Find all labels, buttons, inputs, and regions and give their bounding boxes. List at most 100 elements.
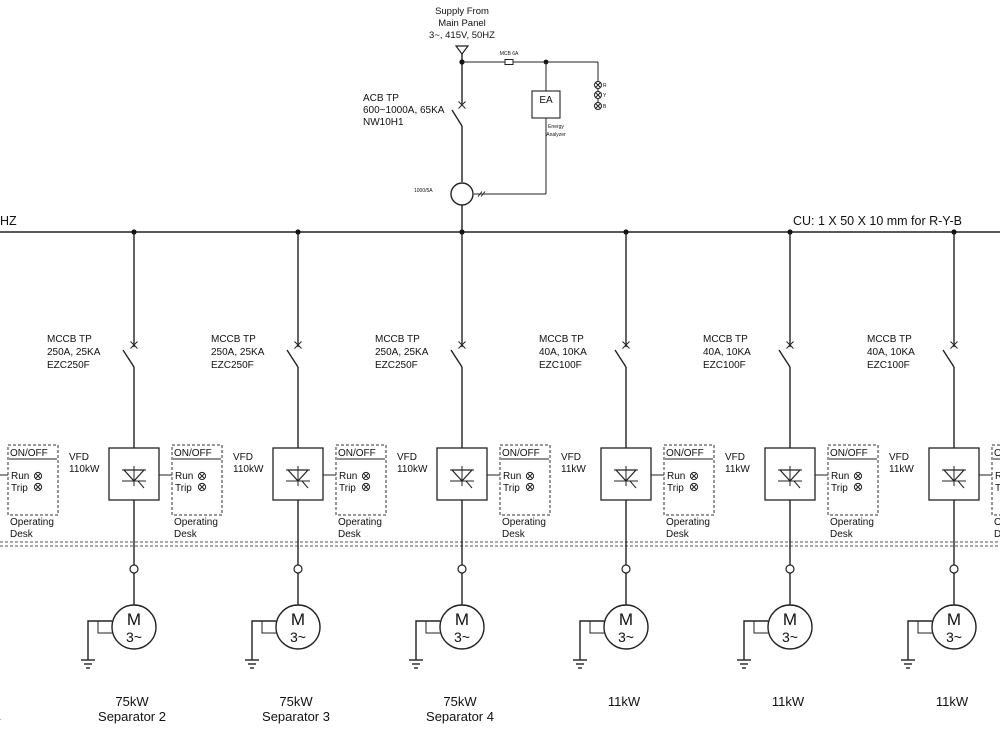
svg-text:Desk: Desk [10, 529, 34, 540]
mccb-label-line3: EZC250F [375, 360, 418, 371]
motor-symbol: M3~ [931, 604, 977, 650]
motor-symbol: M3~ [439, 604, 485, 650]
indicator-lamp-y: Y [594, 91, 607, 99]
operating-desk-partial-left: ON/OFF Run Trip Operating Desk [7, 444, 59, 540]
vfd-rating-label: 110kW [397, 464, 428, 475]
desk-run-label: Run [831, 471, 849, 482]
acb-label-line2: 600~1000A, 65KA [363, 105, 445, 116]
motor-letter: M [455, 610, 469, 629]
supply-label-line1: Supply From [435, 6, 489, 17]
mccb-label-line1: MCCB TP [375, 334, 420, 345]
desk-caption-line2: Desk [502, 529, 526, 540]
mcb-label: MCB 6A [500, 51, 519, 57]
motor-letter: M [291, 610, 305, 629]
motor-symbol: M3~ [275, 604, 321, 650]
indicator-lamp-icon [853, 482, 863, 492]
motor-letter: M [947, 610, 961, 629]
acb-label-line1: ACB TP [363, 93, 399, 104]
mccb-label-line3: EZC250F [47, 360, 90, 371]
motor-symbol: M3~ [111, 604, 157, 650]
motor-rating-label: 11kW [608, 694, 641, 709]
mccb-label-line3: EZC100F [703, 360, 746, 371]
earth-ground-icon [901, 620, 932, 669]
desk-caption-line2: Desk [994, 529, 1000, 540]
motor-name-label: Separator 2 [98, 709, 166, 724]
motor-phase: 3~ [290, 629, 306, 645]
desk-caption-line2: Desk [830, 529, 854, 540]
vfd-label: VFD [397, 452, 417, 463]
mccb-label-line1: MCCB TP [211, 334, 256, 345]
terminal-circle [621, 564, 631, 574]
terminal-circle [457, 564, 467, 574]
mccb-label-line2: 250A, 25KA [375, 347, 429, 358]
busbar-left-label: HZ [0, 214, 17, 228]
desk-run-label: Run [175, 471, 193, 482]
mcb-6a-symbol [504, 59, 514, 65]
indicator-lamp-icon [853, 471, 863, 481]
svg-text:Trip: Trip [11, 483, 28, 494]
mccb-switch [286, 349, 299, 368]
desk-run-label: Run [995, 471, 1000, 482]
mccb-label-line2: 250A, 25KA [47, 347, 101, 358]
energy-analyzer-label1: Energy [548, 124, 564, 130]
desk-trip-label: Trip [175, 483, 192, 494]
mccb-label-line1: MCCB TP [539, 334, 584, 345]
desk-onoff-label: ON/OFF [174, 448, 212, 459]
vfd-label: VFD [889, 452, 909, 463]
vfd-thyristor-icon [614, 466, 638, 489]
earth-ground-icon [81, 620, 112, 669]
vfd-thyristor-icon [778, 466, 802, 489]
vfd-thyristor-icon [122, 466, 146, 489]
indicator-lamp-icon [361, 482, 371, 492]
vfd-rating-label: 11kW [561, 464, 586, 475]
indicator-lamp-r: R [594, 81, 607, 89]
desk-run-label: Run [339, 471, 357, 482]
mccb-label-line2: 250A, 25KA [211, 347, 265, 358]
desk-caption-line1: Operating [174, 517, 218, 528]
indicator-lamp-icon [689, 482, 699, 492]
terminal-circle [785, 564, 795, 574]
desk-trip-label: Trip [503, 483, 520, 494]
motor-rating-label: 11kW [936, 694, 969, 709]
indicator-lamp-icon [525, 482, 535, 492]
supply-label-line3: 3~, 415V, 50HZ [429, 30, 495, 41]
motor-symbol: M3~ [603, 604, 649, 650]
desk-run-label: Run [667, 471, 685, 482]
motor-rating-label: 11kW [772, 694, 805, 709]
mccb-label-line2: 40A, 10KA [703, 347, 751, 358]
motor-phase: 3~ [618, 629, 634, 645]
indicator-lamp-icon [197, 471, 207, 481]
mccb-label-line1: MCCB TP [867, 334, 912, 345]
acb-label-line3: NW10H1 [363, 117, 404, 128]
indicator-lamp-icon [689, 471, 699, 481]
desk-onoff-label: ON/OFF [338, 448, 376, 459]
vfd-thyristor-icon [286, 466, 310, 489]
earth-ground-icon [409, 620, 440, 669]
ct-ratio-label: 1000/5A [414, 188, 433, 194]
vfd-label: VFD [725, 452, 745, 463]
desk-trip-label: Trip [339, 483, 356, 494]
energy-analyzer-box [531, 90, 561, 119]
desk-caption-line1: Operating [830, 517, 874, 528]
desk-caption-line1: Operating [994, 517, 1000, 528]
desk-caption-line2: Desk [338, 529, 362, 540]
current-transformer [450, 182, 474, 206]
desk-onoff-label: ON/OFF [502, 448, 540, 459]
vfd-label: VFD [69, 452, 89, 463]
motor-rating-label: 75kW [443, 694, 477, 709]
desk-caption-line1: Operating [666, 517, 710, 528]
mccb-switch [942, 349, 955, 368]
vfd-thyristor-icon [942, 466, 966, 489]
desk-trip-label: Trip [995, 483, 1000, 494]
earth-ground-icon [573, 620, 604, 669]
